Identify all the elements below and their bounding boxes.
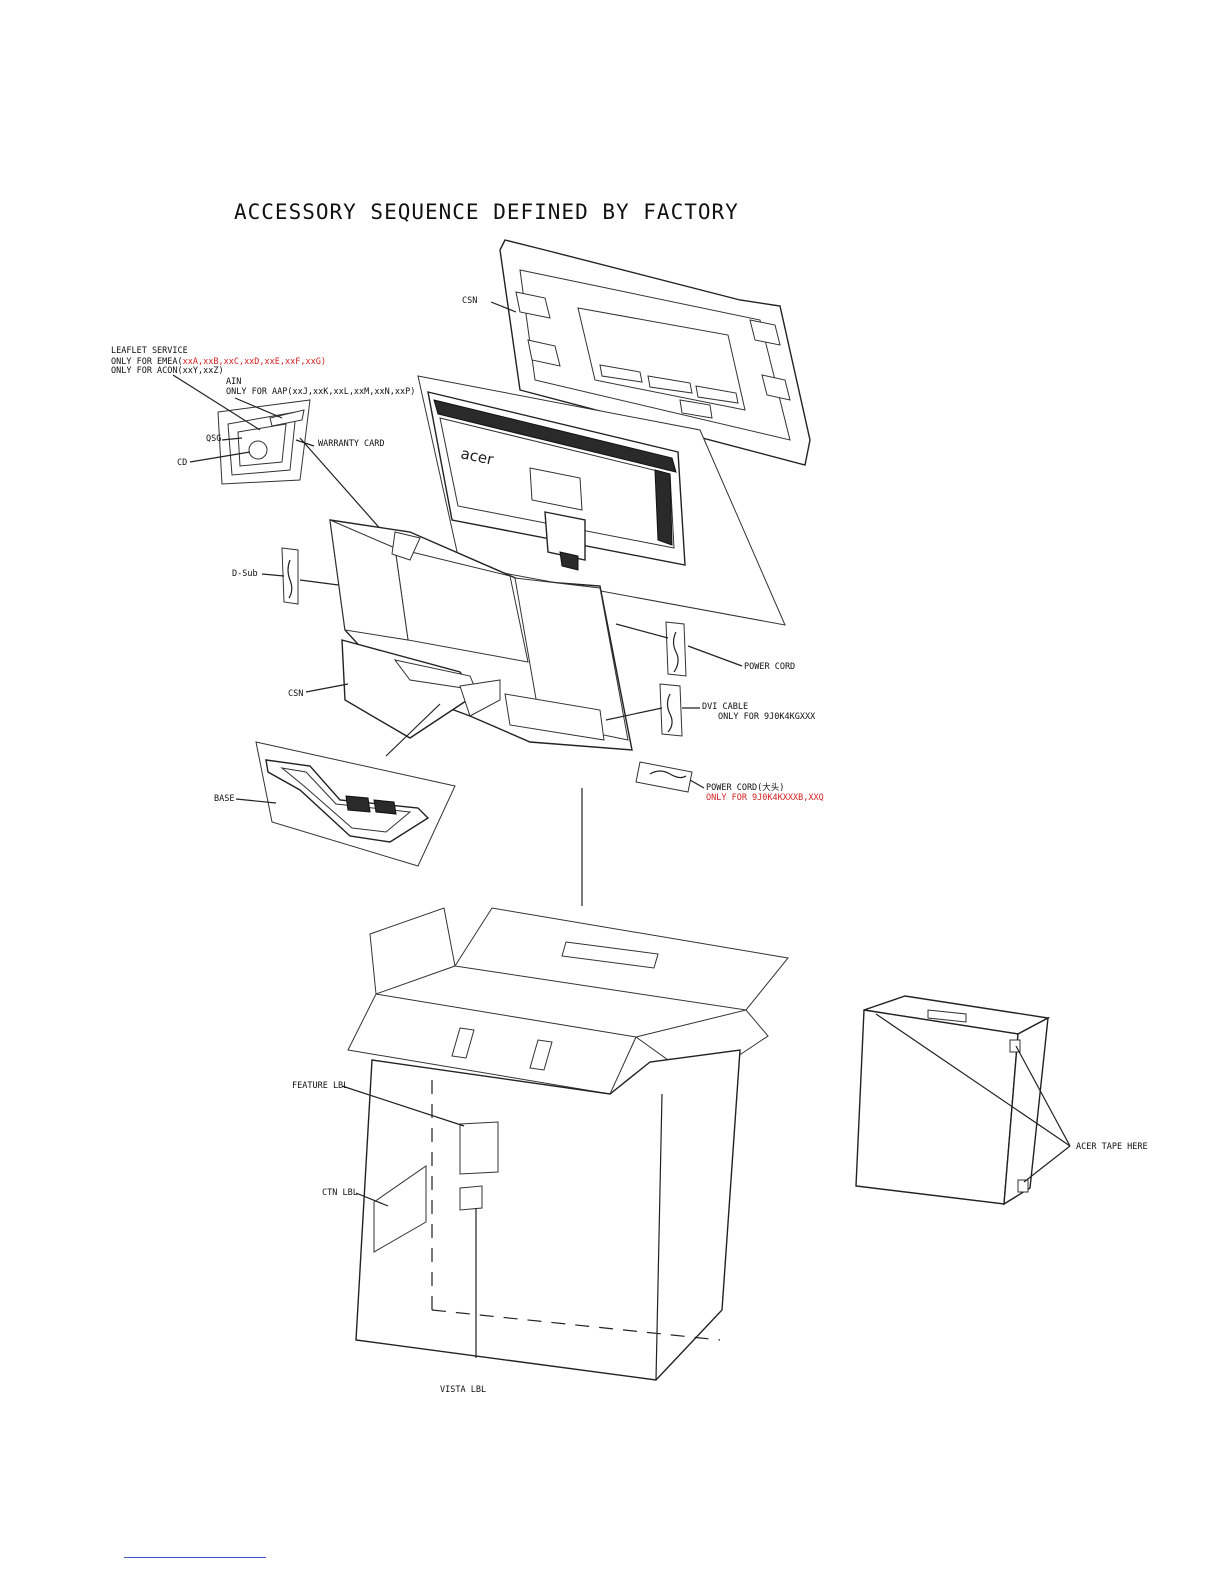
csn-top-label: CSN	[462, 296, 477, 306]
csn-top-cushion	[499, 239, 811, 466]
power-cord-card	[665, 621, 687, 677]
base	[265, 759, 430, 843]
csn-bottom-cushion	[329, 519, 633, 751]
power-cord-2-card	[635, 761, 693, 793]
cd-disc	[248, 440, 268, 460]
dvi-only-label: ONLY FOR 9J0K4KGXXX	[718, 712, 816, 722]
ctn-lbl-label: CTN LBL	[322, 1188, 358, 1198]
emea-line: ONLY FOR EMEA(xxA,xxB,xxC,xxD,xxE,xxF,xx…	[111, 357, 326, 367]
power-cord-2-only-label: ONLY FOR 9J0K4KXXXB,XXQ	[706, 793, 824, 803]
vista-lbl-label: VISTA LBL	[440, 1385, 486, 1395]
dvi-cable-label: DVI CABLE	[702, 702, 748, 712]
csn-bottom-label: CSN	[288, 689, 303, 699]
carton-open	[347, 907, 789, 1381]
dsub-label: D-Sub	[232, 569, 258, 579]
leaflet-group	[217, 399, 311, 485]
power-cord-label: POWER CORD	[744, 662, 795, 672]
aap-label: ONLY FOR AAP(xxJ,xxK,xxL,xxM,xxN,xxP)	[226, 387, 415, 397]
qsg-label: QSG	[206, 434, 221, 444]
diagram-title: ACCESSORY SEQUENCE DEFINED BY FACTORY	[234, 200, 739, 224]
power-cord-2-label: POWER CORD(大头)	[706, 782, 784, 793]
base-label: BASE	[214, 794, 234, 804]
feature-lbl-label: FEATURE LBL	[292, 1081, 348, 1091]
dsub-cable-card	[281, 547, 299, 605]
footer-rule	[124, 1557, 266, 1558]
warranty-card-label: WARRANTY CARD	[318, 439, 385, 449]
acer-tape-label: ACER TAPE HERE	[1076, 1142, 1148, 1152]
cd-label: CD	[177, 458, 187, 468]
dvi-cable-card	[659, 683, 683, 737]
monitor: acer	[427, 391, 686, 571]
acon-label: ONLY FOR ACON(xxY,xxZ)	[111, 366, 224, 376]
ain-label: AIN	[226, 377, 241, 387]
carton-closed	[855, 995, 1071, 1206]
leaflet-service-label: LEAFLET SERVICE	[111, 346, 188, 356]
